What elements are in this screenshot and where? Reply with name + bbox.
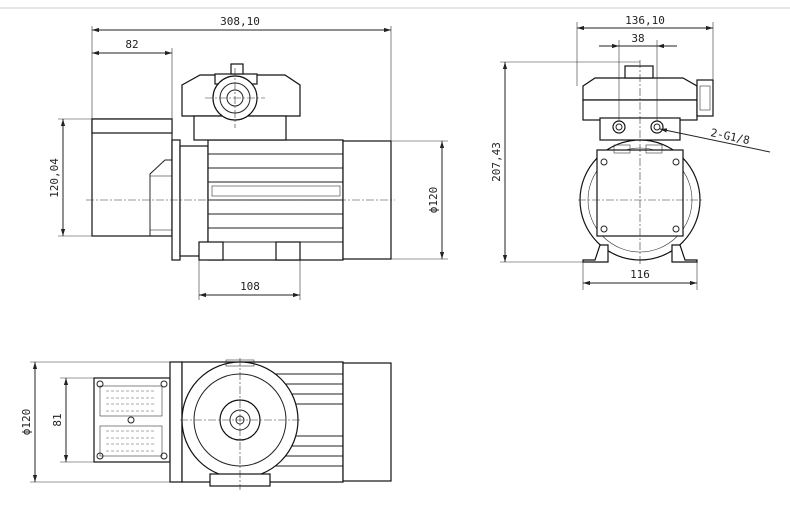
foot-right: [275, 241, 301, 261]
port-spacing-label: 38: [631, 32, 644, 45]
foot-left: [198, 241, 224, 261]
top-view-diameter-label: ϕ120: [20, 409, 33, 436]
end-cable-gland: [696, 79, 714, 117]
port-left: [612, 120, 626, 134]
end-view-dimensions: 136,10 38 207,43 116 2-G1/8: [490, 14, 771, 290]
motor-diameter-label: ϕ120: [427, 187, 440, 214]
plate-screw: [600, 158, 608, 166]
terminal-strip-top: [99, 385, 163, 417]
top-view-dimensions: ϕ120 81: [20, 361, 170, 483]
plate-screw: [672, 158, 680, 166]
end-foot-right: [671, 244, 698, 263]
top-gearbox: [93, 377, 171, 463]
top-view-width-label: 81: [51, 413, 64, 426]
plate-screw: [600, 225, 608, 233]
gearbox-block: [91, 118, 173, 237]
terminal-strip-bottom: [99, 425, 163, 457]
side-view: [86, 63, 395, 261]
end-view-width-label: 136,10: [625, 14, 665, 27]
end-view: [578, 60, 714, 266]
overall-length-label: 308,10: [220, 15, 260, 28]
terminal-box-plug: [230, 63, 244, 75]
plate-screw: [672, 225, 680, 233]
gearbox-height-label: 120,04: [48, 158, 61, 198]
top-flange: [169, 361, 183, 483]
side-view-dimensions: 308,10 82 120,04 ϕ120 108: [48, 15, 448, 300]
top-end-cap: [342, 362, 392, 482]
port-callout-leader: [659, 128, 771, 153]
top-gearbox-screw: [160, 452, 168, 460]
terminal-pins: [106, 390, 156, 452]
top-view: [93, 358, 392, 490]
top-gearbox-screw: [127, 416, 135, 424]
overall-height-label: 207,43: [490, 142, 503, 182]
end-terminal-cap: [624, 65, 654, 79]
top-gearbox-screw: [96, 380, 104, 388]
top-gearbox-screw: [96, 452, 104, 460]
terminal-box-base: [193, 115, 287, 141]
foot-spacing-end-label: 116: [630, 268, 650, 281]
end-foot-left: [582, 244, 609, 263]
flange-collar: [179, 145, 209, 257]
gearbox-top-band: [91, 118, 173, 134]
port-right: [650, 120, 664, 134]
top-gearbox-screw: [160, 380, 168, 388]
foot-spacing-side-label: 108: [240, 280, 260, 293]
gearbox-length-label: 82: [125, 38, 138, 51]
